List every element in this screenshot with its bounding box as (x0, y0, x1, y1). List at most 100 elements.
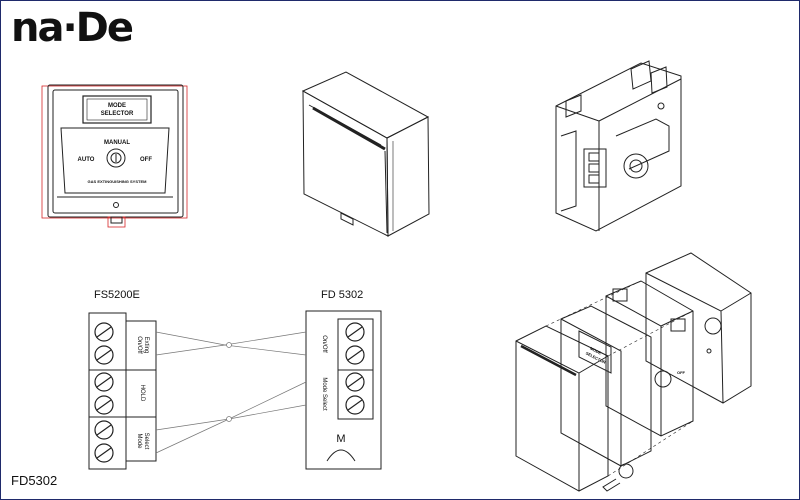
wire (155, 344, 307, 356)
back-box (645, 252, 752, 404)
front-edge (384, 150, 388, 234)
right-label-mode-select: Mode Select (321, 377, 327, 411)
left-strip-outline (88, 312, 157, 470)
wire (155, 381, 307, 431)
frame-switch (654, 370, 672, 388)
motor-symbol-label: M (336, 433, 345, 445)
screw-slot (96, 349, 112, 361)
window-text-line2: SELECTOR (101, 111, 134, 117)
left-terminal-strip (88, 312, 157, 470)
key-switch (106, 148, 126, 168)
wire-crossover (226, 416, 232, 422)
front-plate-edge (560, 318, 622, 466)
lid-lip (520, 344, 577, 377)
housing-side (386, 116, 430, 237)
left-label-mode-line1: Mode (136, 433, 142, 449)
frame-clip (612, 288, 628, 302)
back-clip-left (565, 94, 582, 118)
lid-edge (515, 340, 580, 491)
key-switch-core (110, 152, 122, 164)
bottom-clip (340, 212, 354, 226)
red-outline (41, 85, 188, 219)
screw-slot (347, 399, 363, 411)
right-device-label: FD 5302 (321, 289, 363, 301)
terminal-3 (588, 174, 600, 184)
frame-edge (605, 295, 662, 436)
wire (155, 404, 307, 454)
assembly-line (607, 310, 694, 357)
back-pcb (615, 118, 670, 170)
logo-text: na·De (11, 5, 133, 51)
switch-panel (60, 127, 170, 194)
front-plate (52, 89, 179, 214)
assembly-line (607, 420, 694, 477)
wiring-lines (155, 331, 307, 454)
screw-terminal (345, 345, 365, 365)
screw-terminal (94, 345, 114, 365)
back-box-edge (645, 272, 724, 404)
right-device-box (305, 310, 382, 470)
left-label-hold: HOLD (139, 385, 145, 402)
back-clip-top2 (650, 66, 668, 94)
brand-logo: na·De (11, 5, 135, 51)
cover-lip (312, 106, 386, 151)
left-device-label: FS5200E (94, 289, 140, 301)
screw-slot (96, 399, 112, 411)
left-terminal-labels: On/Off Exting HOLD Mode Select (136, 336, 149, 449)
screw-terminal (345, 322, 365, 342)
system-label: GAS EXTINGUISHING SYSTEM (88, 179, 148, 184)
left-label-onoff-line2: Exting (143, 337, 149, 354)
screw-slot (96, 376, 112, 388)
window-text-line1: MODE (108, 103, 126, 109)
exploded-off-label: OFF (677, 370, 686, 375)
lid-top (578, 355, 609, 374)
back-box-hole (704, 317, 722, 335)
screw-slot (347, 376, 363, 388)
switch-center (629, 159, 643, 173)
figure-caption: FD5302 (11, 473, 58, 488)
front-plate-3d (560, 305, 652, 467)
bottom-tab (110, 216, 123, 224)
switch-body (623, 153, 649, 179)
motor-arc (326, 449, 356, 462)
housing-top (301, 71, 430, 139)
front-window (578, 330, 612, 374)
wire-crossover (226, 342, 232, 348)
back-box-top (720, 292, 752, 312)
screw-slot (96, 326, 112, 338)
mode-window (82, 95, 152, 124)
right-label-onoff: On/Off (321, 335, 327, 353)
motor-symbol: M (326, 433, 356, 462)
back-edge (555, 105, 600, 231)
left-screws (94, 322, 114, 463)
screw-terminal (94, 322, 114, 342)
frame-plate (605, 280, 694, 437)
screw-terminal (94, 420, 114, 440)
mode-window-inner (86, 98, 148, 121)
right-terminal-labels: On/Off Mode Select (321, 335, 327, 411)
assembly-line (545, 280, 642, 327)
housing-front (302, 90, 389, 237)
screw-hole (113, 202, 119, 208)
screw-slot (347, 326, 363, 338)
screw-terminal (94, 372, 114, 392)
back-side-rail (560, 130, 577, 212)
terminal-2 (588, 163, 600, 173)
key-blade (602, 478, 621, 492)
back-housing-3d (555, 60, 682, 232)
exploded-label-line1: MODE (589, 346, 602, 356)
screw-slot (96, 447, 112, 459)
screw-terminal (94, 443, 114, 463)
screw-terminal (345, 395, 365, 415)
exploded-view (515, 252, 752, 492)
key-ring (618, 463, 634, 479)
manual-label: MANUAL (104, 140, 130, 146)
terminal-block (583, 148, 607, 188)
front-view (41, 84, 188, 228)
closed-housing-3d (301, 71, 430, 237)
auto-label: AUTO (78, 157, 95, 163)
left-label-mode-line2: Select (143, 433, 149, 450)
back-outline (555, 62, 682, 232)
